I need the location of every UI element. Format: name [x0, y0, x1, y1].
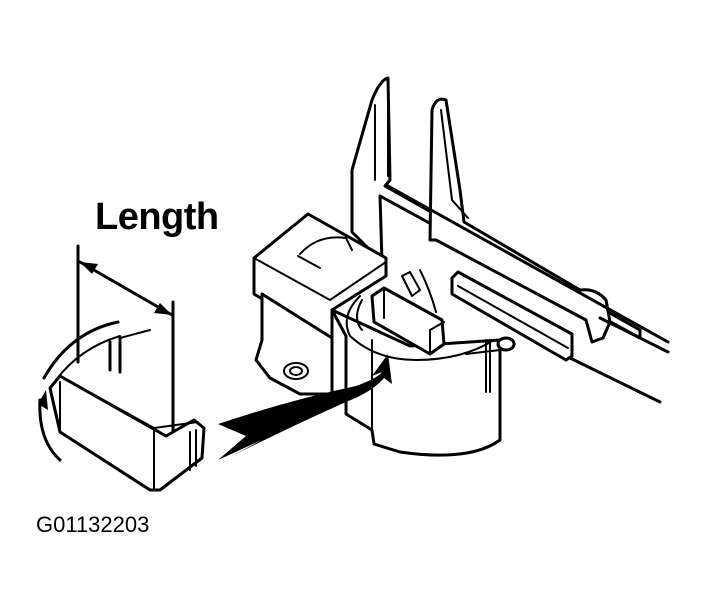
brush-holder [252, 212, 516, 457]
length-dimension-label: Length [95, 196, 219, 238]
pointer-arrow [218, 354, 392, 460]
figure-id-label: G01132203 [36, 512, 150, 537]
carbon-brush [38, 244, 206, 492]
vernier-caliper [350, 76, 670, 404]
